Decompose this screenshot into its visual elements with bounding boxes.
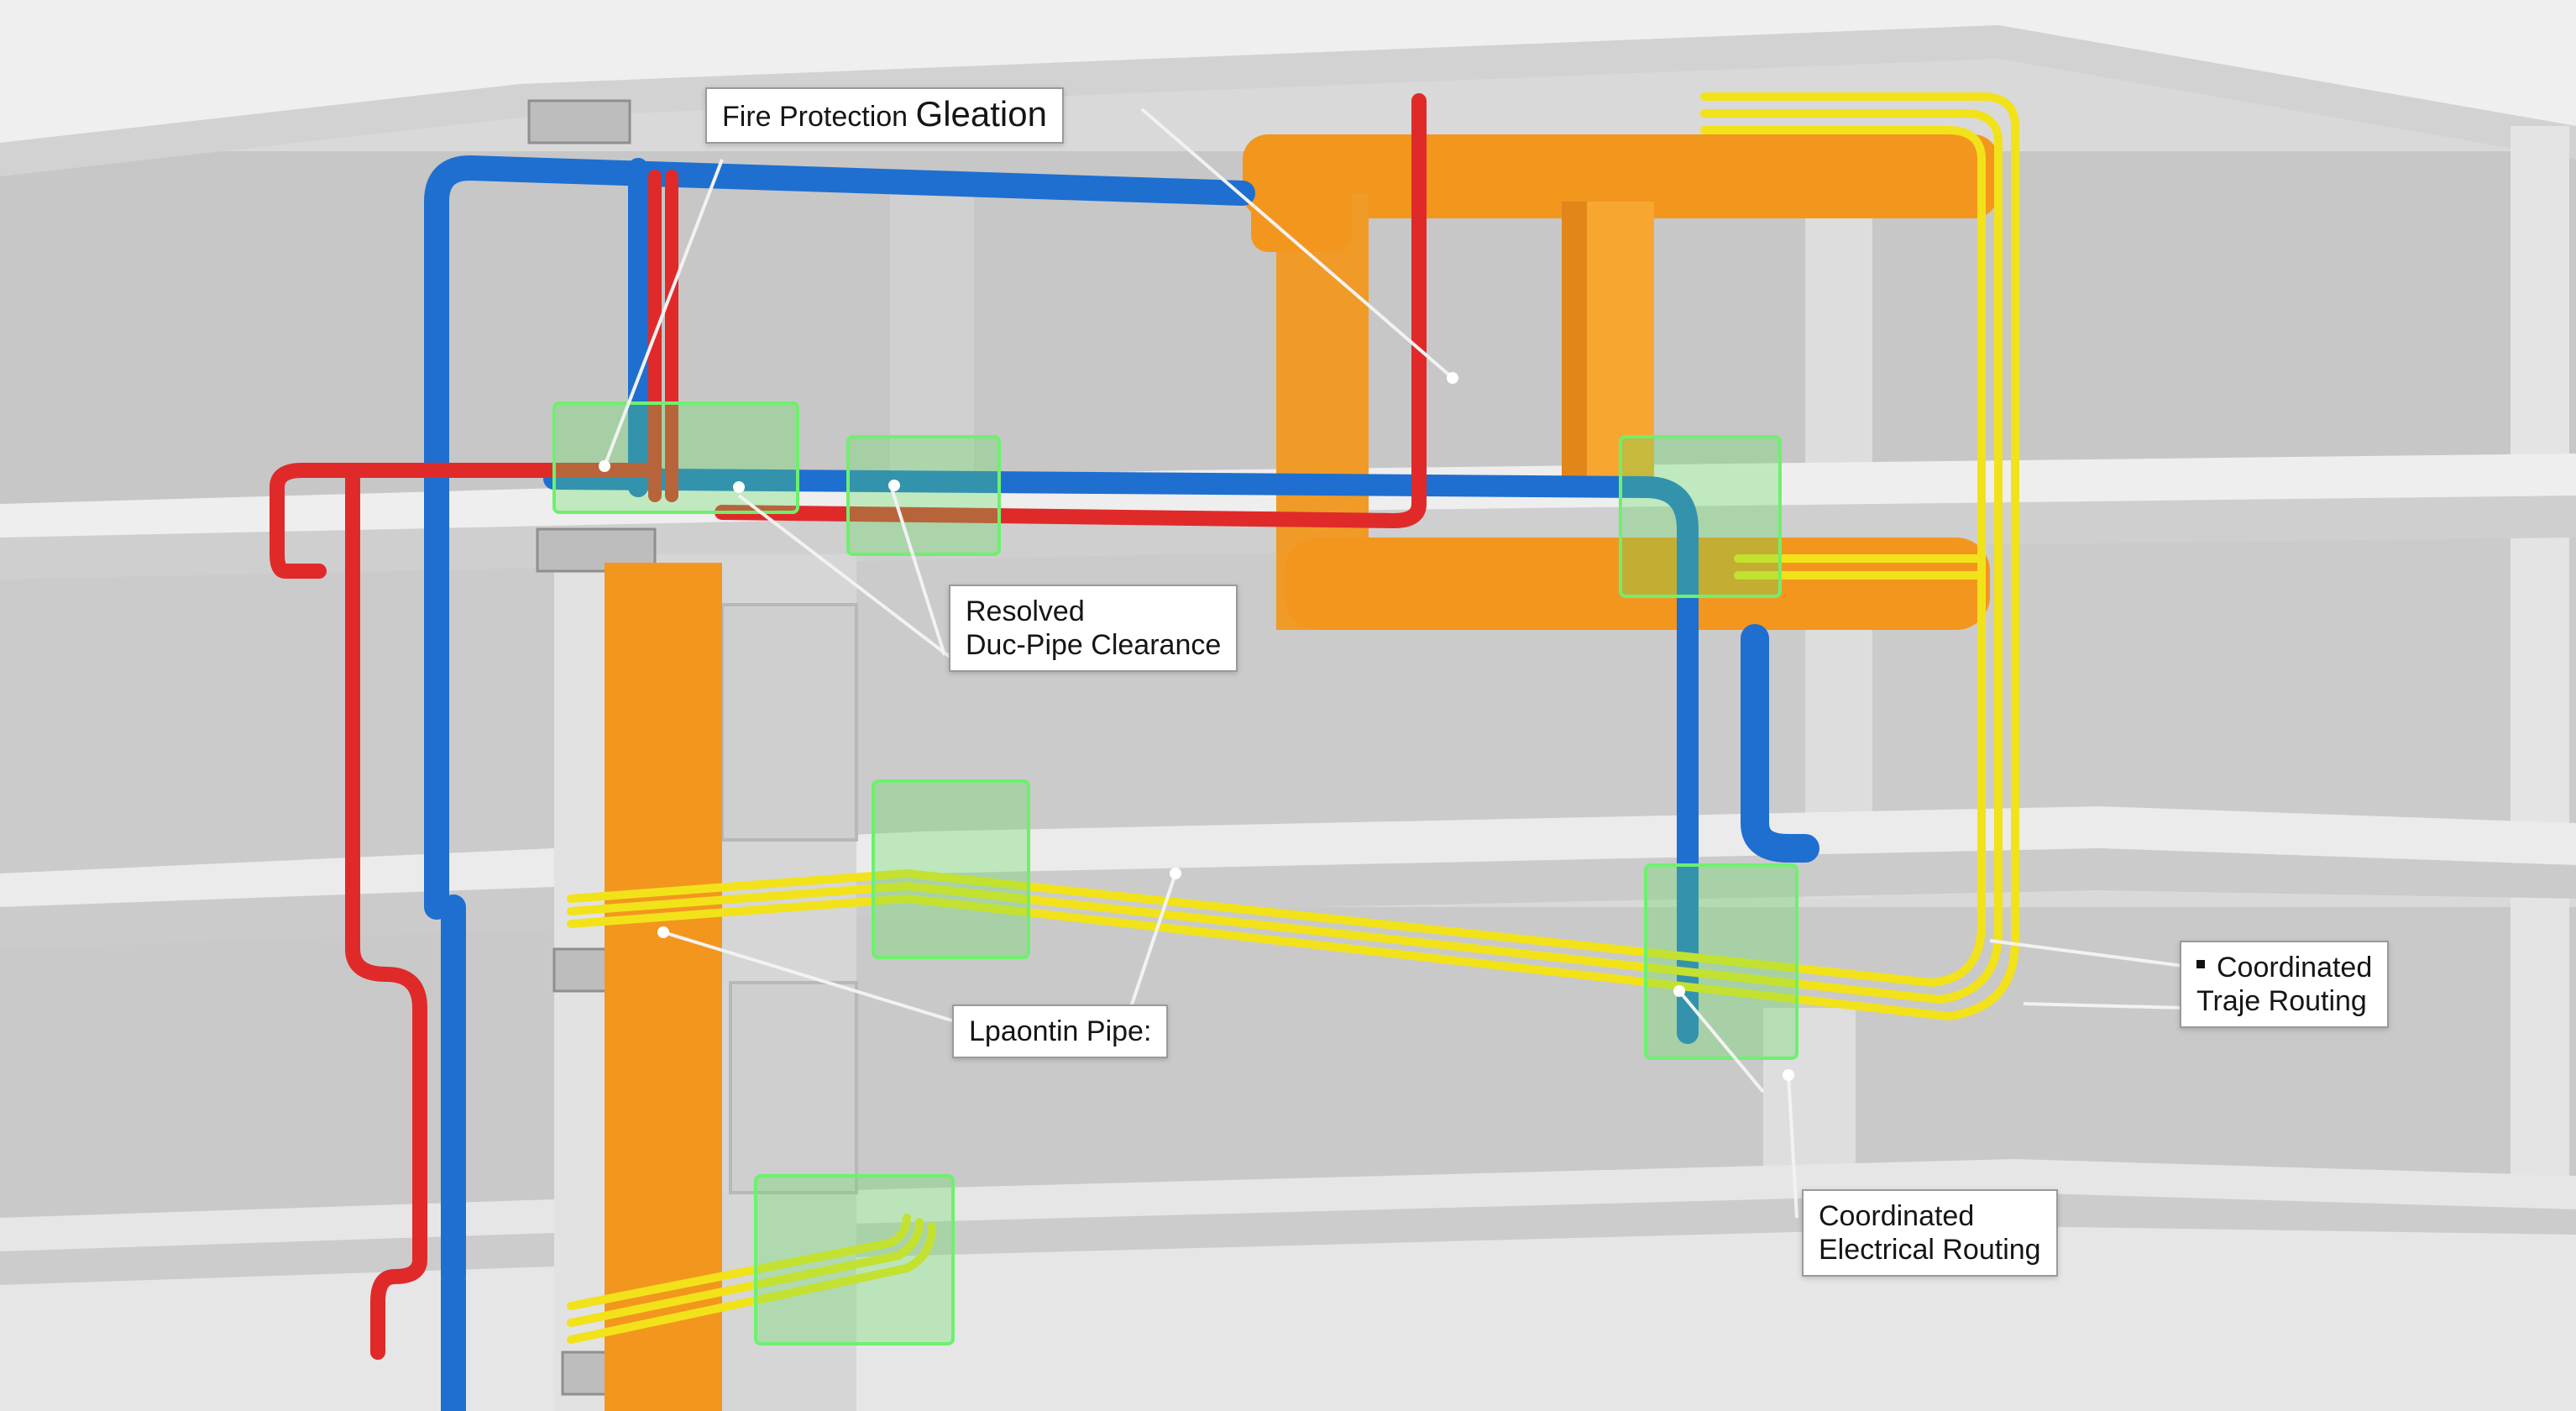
- callout-electrical-line2: Electrical Routing: [1819, 1234, 2041, 1266]
- ceiling-slab: [0, 0, 2576, 143]
- callout-electrical-routing: Coordinated Electrical Routing: [1802, 1189, 2058, 1277]
- callout-resolved-line2: Duc-Pipe Clearance: [966, 629, 1222, 661]
- callout-resolved-line1: Resolved: [966, 595, 1085, 627]
- clash-zone: [1619, 435, 1782, 598]
- callout-lpaontin-pipe: Lpaontin Pipe:: [952, 1004, 1169, 1058]
- callout-leader-lines: [603, 108, 2184, 1219]
- callout-tray-line1-text: Coordinated: [2217, 952, 2373, 984]
- callout-fire-protection: Fire Protection Gleation: [705, 87, 1064, 144]
- callout-tray-line2: Traje Routing: [2196, 985, 2367, 1017]
- callout-fire-protection-suffix: Gleation: [915, 94, 1047, 134]
- door-frame-lower: [729, 981, 858, 1194]
- cable-tray-routing: [567, 92, 2019, 1344]
- clash-zone: [754, 1174, 955, 1345]
- clash-zone: [846, 435, 1001, 556]
- callout-tray-routing: Coordinated Traje Routing: [2180, 941, 2390, 1028]
- callout-fire-protection-prefix: Fire Protection: [722, 101, 916, 133]
- supply-water-piping: [424, 155, 1819, 1411]
- clash-zones: [552, 401, 1798, 1345]
- callout-lpaontin-text: Lpaontin Pipe:: [969, 1015, 1152, 1047]
- slab-section-hatch: [536, 527, 657, 573]
- door-frame: [720, 603, 858, 842]
- leader-dots: [599, 372, 1794, 1081]
- callout-electrical-line1: Coordinated: [1819, 1200, 1975, 1232]
- clash-zone: [552, 401, 799, 514]
- ceiling-slab-edge: [0, 25, 2576, 176]
- slab-section-hatch: [527, 99, 631, 144]
- clash-zone: [1644, 863, 1798, 1060]
- bullet-icon: [2196, 960, 2205, 969]
- column-shaft: [890, 185, 974, 504]
- duct-shadow: [1562, 202, 1587, 479]
- callout-resolved-clearance: Resolved Duc-Pipe Clearance: [949, 585, 1238, 672]
- callout-tray-line1: Coordinated: [2196, 951, 2372, 984]
- clash-zone: [872, 779, 1030, 959]
